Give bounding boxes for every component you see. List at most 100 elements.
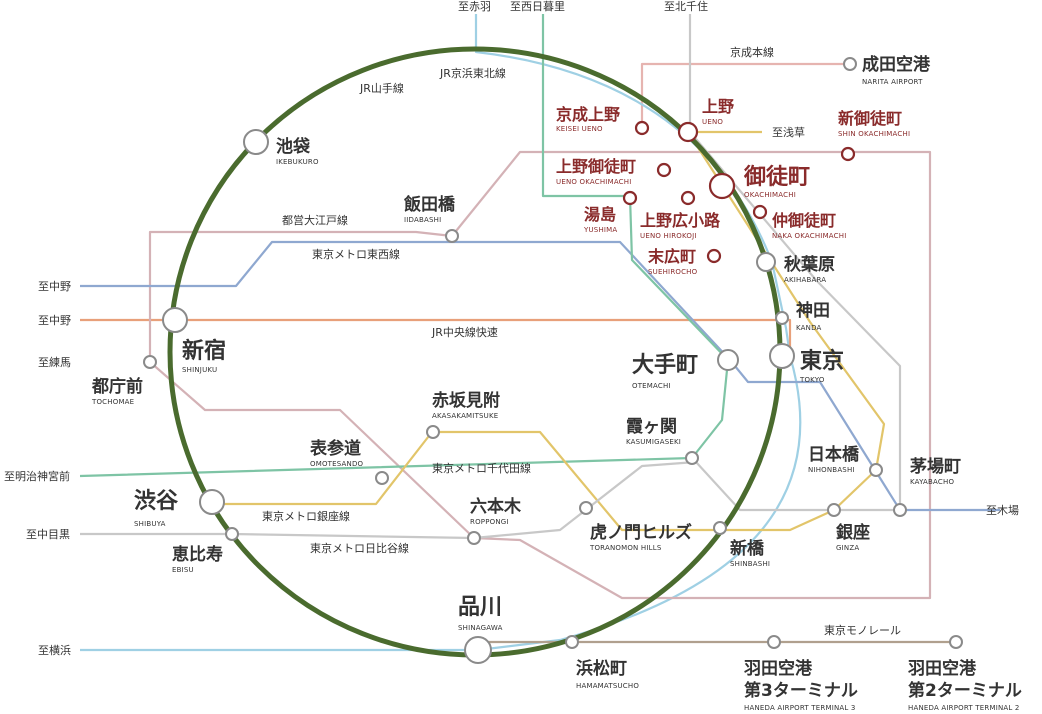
omotesando-station[interactable]: [375, 471, 389, 485]
shinagawa-ja: 品川: [458, 595, 502, 620]
naka-okachimachi-ja: 仲御徒町: [772, 211, 836, 230]
okachimachi-en: OKACHIMACHI: [744, 191, 796, 199]
omotesando-ja: 表参道: [310, 438, 361, 459]
chiyoda-label: 東京メトロ千代田線: [432, 461, 531, 475]
endpoint-nerima: 至練馬: [38, 355, 71, 369]
iidabashi-station[interactable]: [445, 229, 459, 243]
ginza-line: [212, 130, 886, 532]
endpoint-nakano-chuo: 至中野: [38, 314, 71, 327]
kanda-station[interactable]: [775, 311, 789, 325]
ueno-en: UENO: [702, 118, 723, 126]
toranomon-hills-station[interactable]: [579, 501, 593, 515]
endpoint-yokohama: 至横浜: [38, 643, 71, 657]
akihabara-ja: 秋葉原: [784, 254, 835, 275]
shinjuku-en: SHINJUKU: [182, 366, 217, 374]
keisei-ueno-ja: 京成上野: [556, 105, 620, 124]
haneda-t3-en: HANEDA AIRPORT TERMINAL 3: [744, 704, 856, 712]
suehirocho-ja: 末広町: [648, 247, 696, 266]
roppongi-ja: 六本木: [470, 496, 522, 517]
oedo-line: [148, 150, 932, 600]
tochomae-en: TOCHOMAE: [91, 398, 134, 406]
chuo-rapid-line: [80, 318, 792, 356]
ueno-hirokoji-en: UENO HIROKOJI: [640, 232, 697, 240]
yushima-station[interactable]: [622, 190, 638, 206]
shinagawa-station[interactable]: [464, 636, 492, 664]
ebisu-station[interactable]: [225, 527, 239, 541]
ikebukuro-station[interactable]: [243, 129, 269, 155]
iidabashi-ja: 飯田橋: [403, 194, 456, 215]
haneda-t2-en: HANEDA AIRPORT TERMINAL 2: [908, 704, 1020, 712]
shibuya-station[interactable]: [199, 489, 225, 515]
endpoint-kitasenju: 至北千住: [664, 0, 708, 13]
toranomon-hills-en: TORANOMON HILLS: [589, 544, 662, 552]
shinbashi-station[interactable]: [713, 521, 727, 535]
akihabara-station[interactable]: [756, 252, 776, 272]
endpoint-akabane: 至赤羽: [458, 0, 491, 13]
akasakamitsuke-en: AKASAKAMITSUKE: [432, 412, 498, 420]
ueno-okachimachi-station[interactable]: [656, 162, 672, 178]
kayabacho-en: KAYABACHO: [910, 478, 954, 486]
narita-station[interactable]: [843, 57, 857, 71]
narita-ja: 成田空港: [862, 54, 931, 75]
suehirocho-station[interactable]: [706, 248, 722, 264]
tozai-label: 東京メトロ東西線: [312, 247, 400, 261]
iidabashi-en: IIDABASHI: [404, 216, 441, 224]
kayabacho-ja: 茅場町: [910, 457, 961, 477]
tochomae-ja: 都庁前: [91, 376, 143, 397]
okachimachi-station[interactable]: [708, 172, 736, 200]
shinjuku-station[interactable]: [162, 307, 188, 333]
haneda-t2-ja-2: 第2ターミナル: [908, 680, 1022, 701]
otemachi-station[interactable]: [717, 349, 739, 371]
omotesando-en: OMOTESANDO: [310, 460, 364, 468]
hamamatsucho-en: HAMAMATSUCHO: [576, 682, 639, 690]
keisei-line: [640, 62, 848, 128]
keisei-ueno-station[interactable]: [634, 120, 650, 136]
hibiya-line: [80, 14, 902, 540]
haneda-t2-station[interactable]: [949, 635, 963, 649]
shin-okachimachi-ja: 新御徒町: [838, 109, 902, 128]
ueno-hirokoji-station[interactable]: [680, 190, 696, 206]
tokyo-station[interactable]: [769, 343, 795, 369]
akasakamitsuke-station[interactable]: [426, 425, 440, 439]
shinagawa-en: SHINAGAWA: [458, 624, 503, 632]
hamamatsucho-station[interactable]: [565, 635, 579, 649]
haneda-t3-station[interactable]: [767, 635, 781, 649]
ueno-okachimachi-en: UENO OKACHIMACHI: [556, 178, 632, 186]
otemachi-ja: 大手町: [632, 353, 698, 378]
endpoint-nakameguro: 至中目黒: [26, 528, 70, 541]
chiyoda-line: [79, 14, 730, 478]
naka-okachimachi-en: NAKA OKACHIMACHI: [772, 232, 847, 240]
chuo-rapid-label: JR中央線快速: [431, 325, 498, 339]
kanda-ja: 神田: [796, 300, 830, 321]
suehirocho-en: SUEHIROCHO: [648, 268, 698, 276]
ueno-hirokoji-ja: 上野広小路: [640, 211, 721, 230]
endpoint-kiba: 至木場: [986, 504, 1019, 517]
kasumigaseki-station[interactable]: [685, 451, 699, 465]
ueno-station[interactable]: [677, 121, 699, 143]
otemachi-en: OTEMACHI: [632, 382, 671, 390]
endpoint-nakano-tozai: 至中野: [38, 280, 71, 293]
kasumigaseki-ja: 霞ヶ関: [626, 417, 677, 437]
roppongi-station[interactable]: [467, 531, 481, 545]
narita-en: NARITA AIRPORT: [862, 78, 923, 86]
naka-okachimachi-station[interactable]: [752, 204, 768, 220]
asakusa-direction-label: 至浅草: [772, 126, 805, 139]
kayabacho-station[interactable]: [893, 503, 907, 517]
yushima-en: YUSHIMA: [583, 226, 617, 234]
nihonbashi-station[interactable]: [869, 463, 883, 477]
akihabara-en: AKIHABARA: [784, 276, 826, 284]
okachimachi-ja: 御徒町: [743, 164, 810, 190]
yushima-ja: 湯島: [584, 205, 616, 224]
ginza-station[interactable]: [827, 503, 841, 517]
shin-okachimachi-station[interactable]: [840, 146, 856, 162]
ueno-okachimachi-ja: 上野御徒町: [556, 157, 636, 176]
shibuya-ja: 渋谷: [134, 488, 179, 514]
ikebukuro-en: IKEBUKURO: [276, 158, 319, 166]
shinbashi-en: SHINBASHI: [730, 560, 770, 568]
tochomae-station[interactable]: [143, 355, 157, 369]
haneda-t2-ja-1: 羽田空港: [908, 658, 977, 679]
yamanote-label: JR山手線: [359, 81, 404, 95]
nihonbashi-en: NIHONBASHI: [808, 466, 855, 474]
ginza-en: GINZA: [836, 544, 859, 552]
